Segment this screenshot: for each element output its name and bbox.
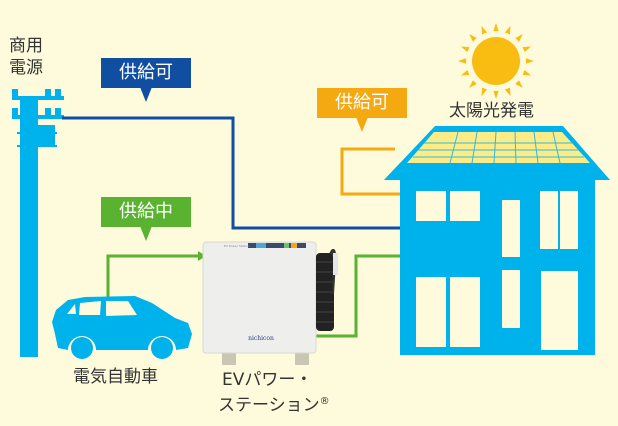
sun-icon xyxy=(458,23,534,99)
sun-ray xyxy=(460,46,470,53)
sun-ray xyxy=(481,87,488,97)
sun-ray xyxy=(469,34,477,42)
station-label-line2: ステーション xyxy=(218,395,320,416)
utility-power-label-line1: 商用 xyxy=(9,36,43,56)
station-label-line1: EVパワー・ xyxy=(222,370,313,390)
solar-flow-line xyxy=(340,147,405,196)
sun-ray xyxy=(515,34,523,42)
utility-power-label: 商用 電源 xyxy=(9,35,43,79)
trademark-mark: ® xyxy=(319,396,330,407)
sun-ray xyxy=(504,87,511,97)
sun-ray xyxy=(481,25,488,35)
solar-label: 太陽光発電 xyxy=(449,101,534,121)
utility-power-label-line2: 電源 xyxy=(9,58,43,78)
house-windows xyxy=(416,191,578,350)
sun-ray xyxy=(525,58,534,64)
sun-ray xyxy=(515,80,523,88)
grid-flow-line xyxy=(62,116,405,230)
sun-ray xyxy=(504,25,511,35)
ev-flow-arrowhead xyxy=(198,251,206,261)
solar-status-badge: 供給可 xyxy=(317,88,407,132)
sun-ray xyxy=(458,58,467,64)
sun-ray xyxy=(460,69,470,76)
sun-ray xyxy=(493,90,499,99)
utility-pole-icon xyxy=(12,89,64,357)
brand-logo: nichicon xyxy=(248,335,274,342)
sun-ray xyxy=(522,46,532,53)
ev-status-badge: 供給中 xyxy=(101,197,191,241)
solar-panel xyxy=(407,132,590,163)
station-label: EVパワー・ ステーション® xyxy=(218,369,330,417)
house-icon xyxy=(384,126,610,355)
sun-ray xyxy=(469,80,477,88)
ev-label: 電気自動車 xyxy=(73,367,158,387)
sun-ray xyxy=(522,69,532,76)
ev-power-station-icon: EV Power Station nichicon xyxy=(202,241,338,365)
grid-status-badge: 供給可 xyxy=(101,58,191,102)
station-flow-line xyxy=(315,254,405,338)
svg-text:EV Power Station: EV Power Station xyxy=(224,244,250,248)
car-icon xyxy=(52,296,192,359)
ev-flow-line xyxy=(106,254,198,300)
sun-ray xyxy=(493,23,499,32)
